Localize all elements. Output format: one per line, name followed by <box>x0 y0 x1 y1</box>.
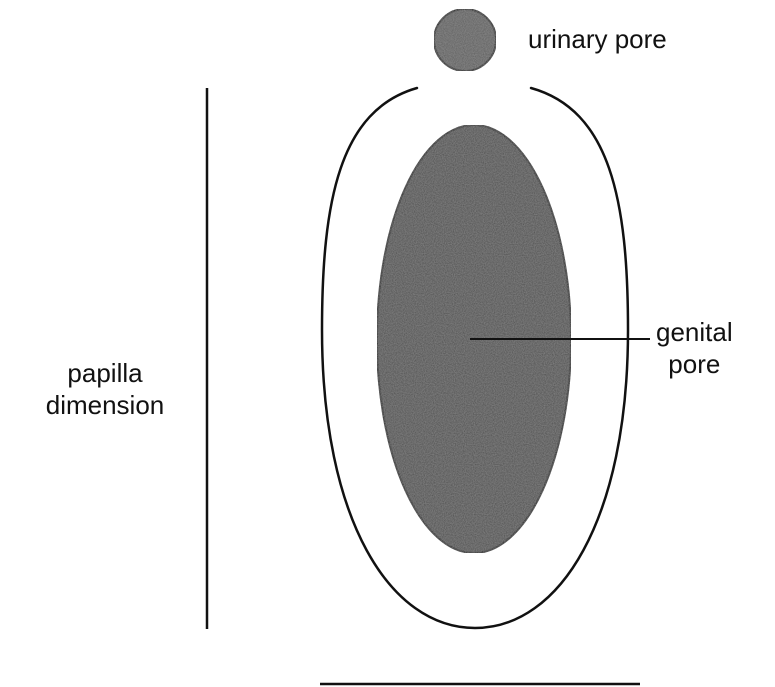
genital-pore-label-line1: genital <box>656 316 733 348</box>
papilla-dimension-label: papilla dimension <box>20 357 190 421</box>
genital-pore-label: genital pore <box>656 316 733 380</box>
urinary-pore-shape <box>434 9 496 71</box>
urinary-pore-label: urinary pore <box>528 23 667 55</box>
papilla-dimension-label-line2: dimension <box>20 389 190 421</box>
papilla-dimension-label-line1: papilla <box>20 357 190 389</box>
urinary-pore-label-text: urinary pore <box>528 24 667 54</box>
genital-pore-label-line2: pore <box>656 348 733 380</box>
